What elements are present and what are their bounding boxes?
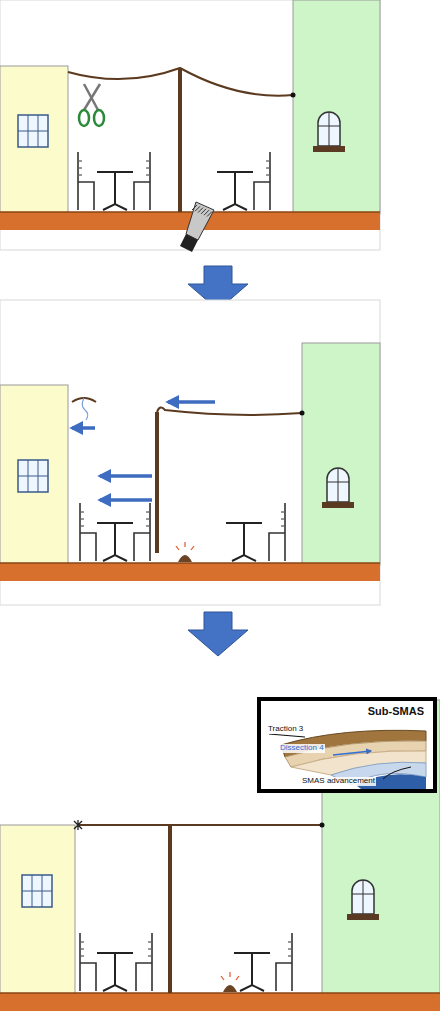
- motion-arrow: [100, 476, 152, 477]
- cut-stump: [221, 972, 239, 992]
- string-wire: [68, 68, 293, 96]
- cafe-table: [97, 172, 133, 210]
- inset-label: SMAS advancement: [301, 777, 376, 786]
- motion-arrow: [100, 500, 152, 501]
- motion-arrow: [168, 402, 215, 403]
- cafe-chair: [254, 152, 270, 210]
- cafe-chair: [80, 933, 96, 991]
- panel-frame: [0, 0, 380, 250]
- wooden-pole: [180, 68, 181, 212]
- window: [18, 115, 48, 147]
- building-wall: [302, 343, 380, 565]
- cafe-table: [217, 172, 253, 210]
- cut-wire-end: [82, 398, 88, 420]
- building-wall: [0, 825, 75, 995]
- window: [18, 460, 48, 492]
- anchor-dot: [291, 93, 296, 98]
- arched-window: [313, 112, 345, 152]
- arched-window: [347, 880, 379, 920]
- inset-label: Dissection 4: [279, 744, 325, 753]
- cafe-chair: [78, 152, 94, 210]
- cafe-chair: [136, 933, 152, 991]
- wooden-pole: [170, 825, 171, 993]
- panel-frame: [0, 300, 380, 605]
- scissors: [79, 84, 104, 126]
- cafe-chair: [276, 933, 292, 991]
- cafe-table: [97, 523, 133, 561]
- step-arrow: [188, 612, 248, 656]
- hand-saw: [180, 202, 214, 252]
- inset-title: Sub-SMAS: [367, 705, 425, 717]
- cut-stump: [176, 542, 194, 562]
- inset-label: Traction 3: [267, 725, 304, 734]
- motion-arrow: [72, 428, 95, 429]
- cafe-chair: [134, 152, 150, 210]
- building-wall: [0, 385, 68, 565]
- cafe-table: [234, 953, 270, 991]
- wire-knot: [74, 820, 82, 830]
- cafe-table: [226, 523, 262, 561]
- string-wire: [157, 407, 302, 414]
- cafe-chair: [269, 503, 285, 561]
- cafe-table: [97, 953, 133, 991]
- ground-floor: [0, 563, 380, 581]
- window: [22, 875, 52, 907]
- ground-floor: [0, 993, 440, 1011]
- cafe-chair: [134, 503, 150, 561]
- inset-panel: Sub-SMAS Traction 3 Dissection 4 SMAS advan…: [257, 697, 437, 793]
- cafe-chair: [80, 503, 96, 561]
- string-wire: [78, 825, 322, 826]
- wooden-pole: [157, 412, 158, 553]
- building-wall: [293, 0, 380, 214]
- anchor-dot: [300, 411, 305, 416]
- arched-window: [322, 468, 354, 508]
- anchor-dot: [320, 823, 325, 828]
- building-wall: [0, 66, 68, 214]
